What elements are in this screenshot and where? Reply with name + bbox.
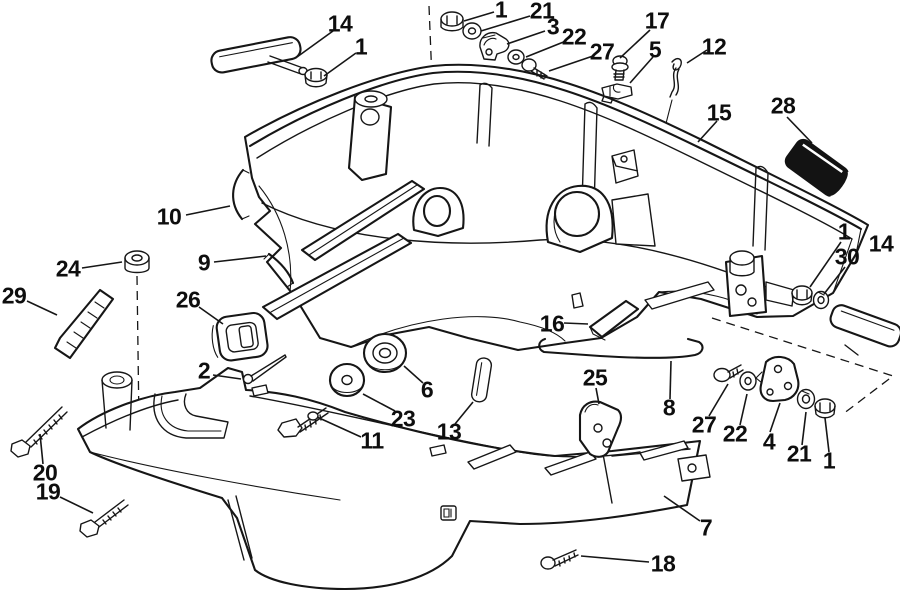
- plate-25: [578, 400, 623, 458]
- pad-16: [588, 299, 640, 341]
- nut-1-top: [440, 11, 464, 27]
- nut-1-mid-right: [791, 285, 813, 306]
- washer-23: [328, 362, 366, 398]
- leader-line-22-5: [525, 40, 567, 58]
- leader-line-7-35: [663, 495, 701, 522]
- screw-2: [242, 354, 287, 385]
- clip-5: [601, 83, 633, 104]
- leader-line-27-6: [548, 55, 594, 72]
- leader-line-27-28: [708, 383, 729, 417]
- leader-line-13-24: [454, 401, 474, 425]
- bracket-4: [755, 355, 800, 403]
- upper-cover: [243, 63, 870, 352]
- leader-line-24-13: [81, 261, 123, 269]
- leader-line-22-29: [739, 393, 748, 426]
- leader-line-6-22: [403, 365, 424, 384]
- screw-18: [540, 549, 579, 570]
- leader-line-1-32: [824, 417, 830, 453]
- nut-1-right: [814, 398, 836, 419]
- leader-line-2-17: [212, 374, 242, 380]
- leader-line-1-1: [323, 52, 357, 77]
- screw-17: [611, 55, 629, 81]
- leader-line-28-11: [786, 116, 813, 144]
- seal-segment-10: [232, 168, 250, 221]
- leader-line-17-7: [619, 29, 651, 59]
- bumper-13: [470, 357, 493, 403]
- handle-14-left: [210, 36, 328, 88]
- leader-line-1-19: [809, 241, 842, 288]
- leader-line-19-34: [59, 496, 94, 514]
- leader-line-25-26: [595, 387, 600, 405]
- leader-line-21-3: [480, 15, 531, 32]
- seal-strip-29: [53, 288, 115, 360]
- grommet-24: [124, 250, 150, 274]
- roller-28: [784, 138, 850, 198]
- clamp-3: [479, 31, 510, 61]
- nut-1-left: [304, 67, 328, 83]
- handle-14-right: [829, 304, 900, 356]
- washer-21-top: [462, 22, 482, 40]
- leader-line-15-10: [697, 120, 718, 143]
- link-wire-8: [538, 337, 704, 359]
- leader-line-18-36: [580, 555, 650, 563]
- bolt-19: [79, 499, 129, 538]
- washer-22-right: [739, 371, 757, 391]
- leader-line-23-23: [362, 393, 396, 412]
- seal-segment-9: [263, 252, 295, 288]
- leader-line-1-2: [463, 11, 495, 22]
- latch-26: [211, 311, 269, 362]
- leader-line-11-25: [316, 416, 362, 438]
- bolt-11: [277, 407, 329, 438]
- leader-line-8-27: [669, 360, 672, 400]
- leader-line-9-14: [213, 255, 267, 263]
- lock-washer-30: [812, 290, 830, 310]
- lower-cowl: [76, 366, 711, 591]
- leader-line-16-18: [563, 322, 589, 325]
- leader-line-26-16: [198, 306, 224, 325]
- leader-line-4-30: [769, 402, 781, 433]
- leader-line-12-9: [686, 49, 708, 64]
- washer-22-top: [507, 49, 525, 65]
- leader-line-14-0: [296, 30, 334, 58]
- lock-washer-21-right: [796, 388, 816, 410]
- leader-line-5-8: [629, 56, 654, 84]
- screw-27-top: [521, 58, 548, 80]
- leader-line-29-15: [26, 300, 58, 316]
- leader-line-10-12: [185, 205, 231, 216]
- cotter-pin-12: [669, 57, 682, 98]
- bolt-20: [10, 406, 68, 458]
- screw-27-right: [713, 364, 744, 383]
- leader-line-20-33: [39, 433, 44, 465]
- leader-line-30-20: [823, 266, 846, 295]
- leader-line-21-31: [801, 411, 807, 446]
- leader-lines: [26, 11, 846, 563]
- leader-line-3-4: [506, 30, 546, 45]
- fastener-group-top: [440, 11, 548, 80]
- cup-washer-6: [362, 332, 408, 374]
